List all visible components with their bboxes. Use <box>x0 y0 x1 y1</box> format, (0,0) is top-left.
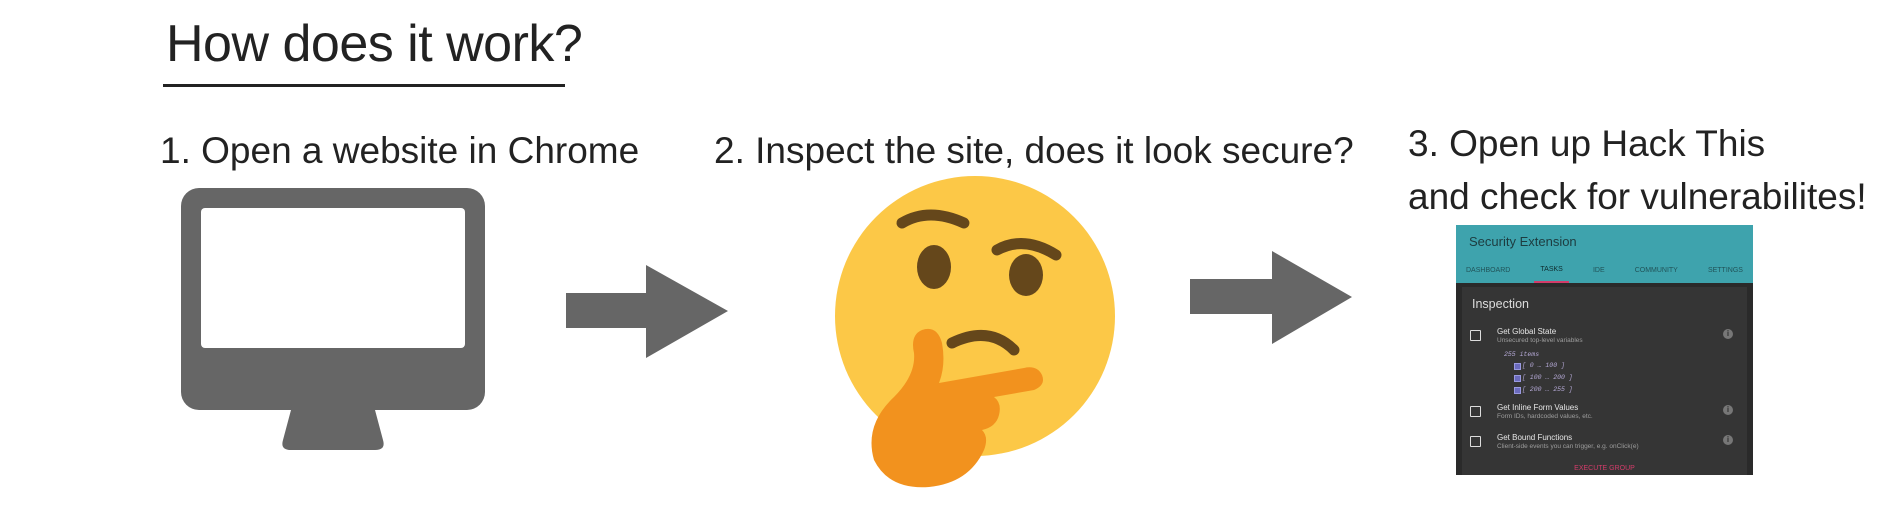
range-checkbox[interactable] <box>1514 363 1521 370</box>
info-icon[interactable]: i <box>1723 435 1733 445</box>
task-subtitle: Form IDs, hardcoded values, etc. <box>1497 413 1593 420</box>
task-subtitle: Client-side events you can trigger, e.g.… <box>1497 443 1639 450</box>
task-item-global-state: Get Global State Unsecured top-level var… <box>1470 327 1739 357</box>
step-3-label: 3. Open up Hack This and check for vulne… <box>1408 117 1867 223</box>
task-title: Get Bound Functions <box>1497 433 1573 442</box>
range-item: [ 0 … 100 ] <box>1522 362 1565 369</box>
thinking-face-emoji <box>835 176 1115 488</box>
checkbox[interactable] <box>1470 436 1481 447</box>
global-count: 255 items <box>1504 351 1540 358</box>
info-icon[interactable]: i <box>1723 329 1733 339</box>
task-title: Get Global State <box>1497 327 1557 336</box>
checkbox[interactable] <box>1470 406 1481 417</box>
security-extension-panel: Security Extension DASHBOARD TASKS IDE C… <box>1456 225 1753 475</box>
right-arrow-icon <box>1190 251 1352 344</box>
range-item: [ 100 … 200 ] <box>1522 374 1573 381</box>
tab-ide[interactable]: IDE <box>1592 267 1605 274</box>
extension-tabs: DASHBOARD TASKS IDE COMMUNITY SETTINGS <box>1456 259 1753 283</box>
tab-community[interactable]: COMMUNITY <box>1634 267 1678 274</box>
task-item-inline-form-values: Get Inline Form Values Form IDs, hardcod… <box>1470 403 1739 433</box>
tab-dashboard[interactable]: DASHBOARD <box>1466 267 1511 274</box>
execute-group-button[interactable]: EXECUTE GROUP <box>1574 465 1635 472</box>
range-item: [ 200 … 255 ] <box>1522 386 1573 393</box>
extension-header: Security Extension <box>1456 225 1753 259</box>
task-subtitle: Unsecured top-level variables <box>1497 337 1583 344</box>
title-underline <box>163 84 565 87</box>
range-checkbox[interactable] <box>1514 387 1521 394</box>
step-3-line-2: and check for vulnerabilites! <box>1408 176 1867 217</box>
tab-tasks[interactable]: TASKS <box>1534 259 1569 283</box>
computer-monitor-icon <box>181 188 485 450</box>
step-1-label: 1. Open a website in Chrome <box>160 130 640 171</box>
info-icon[interactable]: i <box>1723 405 1733 415</box>
extension-body: Inspection Get Global State Unsecured to… <box>1462 287 1747 475</box>
checkbox[interactable] <box>1470 330 1481 341</box>
task-item-bound-functions: Get Bound Functions Client-side events y… <box>1470 433 1739 463</box>
page-title: How does it work? <box>166 15 583 73</box>
section-title: Inspection <box>1472 297 1529 311</box>
range-checkbox[interactable] <box>1514 375 1521 382</box>
step-2-label: 2. Inspect the site, does it look secure… <box>714 130 1354 171</box>
right-arrow-icon <box>566 265 728 358</box>
step-3-line-1: 3. Open up Hack This <box>1408 123 1766 164</box>
tab-settings[interactable]: SETTINGS <box>1707 267 1743 274</box>
task-title: Get Inline Form Values <box>1497 403 1579 412</box>
